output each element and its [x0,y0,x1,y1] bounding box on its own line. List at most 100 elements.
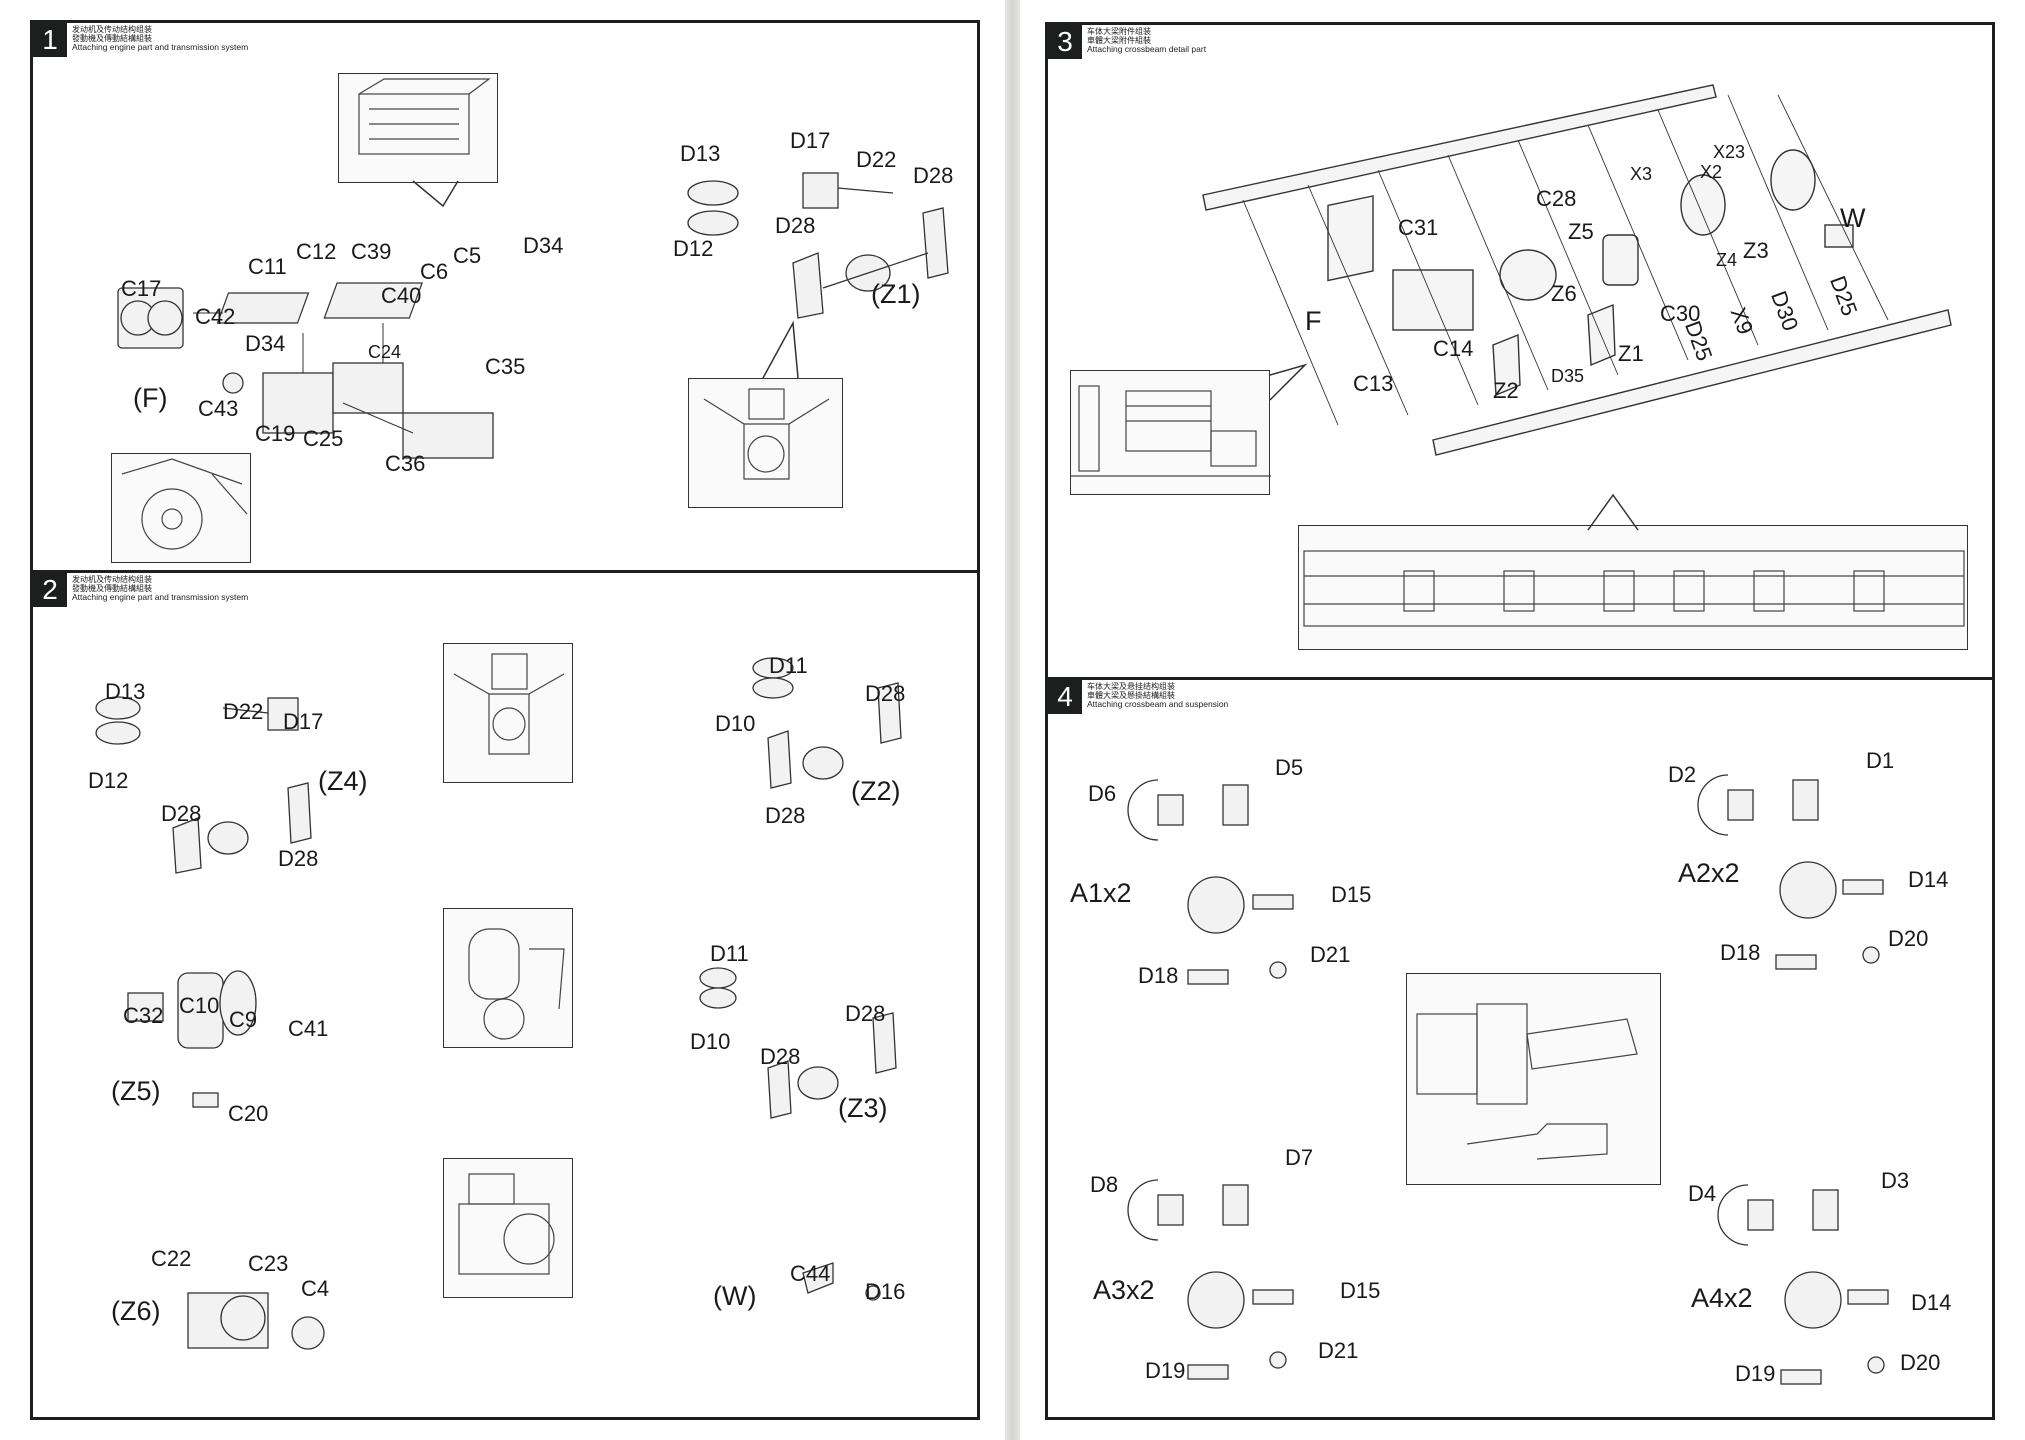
part-label: D20 [1900,1350,1941,1375]
suspension-detail-inset [1406,973,1661,1185]
part-label: D28 [760,1044,801,1069]
part-label: C32 [123,1003,164,1028]
part-label: C39 [351,239,392,264]
part-label: D34 [523,233,564,258]
part-label: C12 [296,239,337,264]
subassembly-label: (Z2) [851,776,901,806]
part-label: D18 [1720,940,1761,965]
part-label: D5 [1275,755,1304,780]
part-label: C19 [255,421,296,446]
chassis-frame-exploded-illustration [1202,84,1952,456]
part-label: D28 [765,803,806,828]
assembly-quantity-label: A4x2 [1691,1283,1753,1313]
part-label: C13 [1353,371,1394,396]
step-3-panel: 3 车体大梁附件组装 車體大梁附件組裝 Attaching crossbeam … [1045,22,1995,680]
step-title-zh-traditional: 車體大梁及懸掛結構組裝 [1087,691,1175,700]
part-label: D21 [1310,942,1351,967]
step-3-header: 3 车体大梁附件组装 車體大梁附件組裝 Attaching crossbeam … [1048,25,1206,59]
part-label: C43 [198,396,239,421]
part-label: D28 [161,801,202,826]
part-label: C20 [228,1101,269,1126]
part-label: Z5 [1568,219,1594,244]
part-label: D14 [1908,867,1949,892]
step-title-zh-simplified: 车体大梁附件组装 [1087,27,1151,36]
part-label: D18 [1138,963,1179,988]
step-title-zh-traditional: 車體大梁附件組裝 [1087,36,1151,45]
part-label: C24 [368,342,402,362]
part-label: D12 [673,236,714,261]
part-label: D20 [1888,926,1929,951]
part-label: D11 [710,941,749,966]
subassembly-label: (F) [133,383,168,413]
part-label: D19 [1145,1358,1186,1383]
part-label: C17 [121,276,162,301]
part-label: D35 [1551,366,1585,386]
engine-side-detail-inset [1070,370,1271,495]
part-label: D28 [775,213,816,238]
part-label: D21 [1318,1338,1359,1363]
step-1-header: 1 发动机及传动结构组装 發動機及傳動結構組裝 Attaching engine… [33,23,248,57]
part-label: C31 [1398,215,1439,240]
chassis-bottom-view-illustration [1303,550,1965,627]
wheel-hub-illustrations [1127,774,1889,1385]
part-label: D28 [278,846,319,871]
part-label: D4 [1688,1181,1717,1206]
engine-block-illustration [358,78,491,155]
step-title-zh-traditional: 發動機及傳動結構組裝 [72,584,152,593]
part-label: D14 [1911,1290,1952,1315]
assembly-quantity-label: A1x2 [1070,878,1132,908]
step-title-en: Attaching engine part and transmission s… [72,592,249,602]
part-label: C25 [303,426,344,451]
axle-housing-illustration [453,653,565,755]
step-number: 4 [1048,680,1082,714]
part-label: D8 [1090,1172,1119,1197]
part-label: C23 [248,1251,289,1276]
part-label: C30 [1660,301,1701,326]
part-label: D1 [1866,748,1895,773]
axle-detail-inset [443,643,573,783]
step-number: 2 [33,573,67,607]
step-number: 3 [1048,25,1082,59]
subassembly-label: F [1305,306,1322,336]
step-2-header: 2 发动机及传动结构组装 發動機及傳動結構組裝 Attaching engine… [33,573,248,607]
engine-side-illustration [1071,385,1271,477]
step-title-zh-simplified: 发动机及传动结构组装 [72,575,152,584]
suspension-illustration [1416,1003,1638,1160]
step-4-panel: 4 车体大梁及悬挂结构组装 車體大梁及懸掛結構組裝 Attaching cros… [1045,677,1995,1420]
part-label: C41 [288,1016,329,1041]
subassembly-label: (Z4) [318,766,368,796]
callout-pointer [1269,363,1308,401]
part-label: C36 [385,451,426,476]
part-label: C11 [248,254,287,279]
part-label: D28 [913,163,954,188]
page-gutter [1005,0,1020,1440]
part-label: C40 [381,283,422,308]
part-label: C10 [179,993,220,1018]
part-label: Z1 [1618,341,1644,366]
axle-detail-inset [688,378,843,508]
part-label: Z4 [1716,250,1738,270]
fan-illustration [121,458,248,550]
part-label: D28 [845,1001,886,1026]
part-label: D16 [865,1279,906,1304]
part-label: D10 [715,711,756,736]
engine-detail-inset [338,73,498,183]
gearbox-detail-inset [443,908,573,1048]
step-title-zh-simplified: 车体大梁及悬挂结构组装 [1087,682,1175,691]
callout-pointer [412,180,459,208]
part-label: D28 [865,681,906,706]
z1-axle-illustration [687,172,949,319]
gearbox-illustration [468,928,565,1040]
part-label: D15 [1340,1278,1381,1303]
part-label: D6 [1088,781,1117,806]
engine-exploded-illustration [117,282,494,459]
transfer-case-illustration [458,1173,555,1275]
part-label: D13 [105,679,146,704]
callout-pointer [762,320,799,379]
part-label: C28 [1536,186,1577,211]
step-title-en: Attaching crossbeam and suspension [1087,699,1229,709]
part-label: X23 [1713,142,1746,162]
step-title-en: Attaching crossbeam detail part [1087,44,1207,54]
step-title-en: Attaching engine part and transmission s… [72,42,249,52]
step-title-zh-traditional: 發動機及傳動結構組裝 [72,34,152,43]
